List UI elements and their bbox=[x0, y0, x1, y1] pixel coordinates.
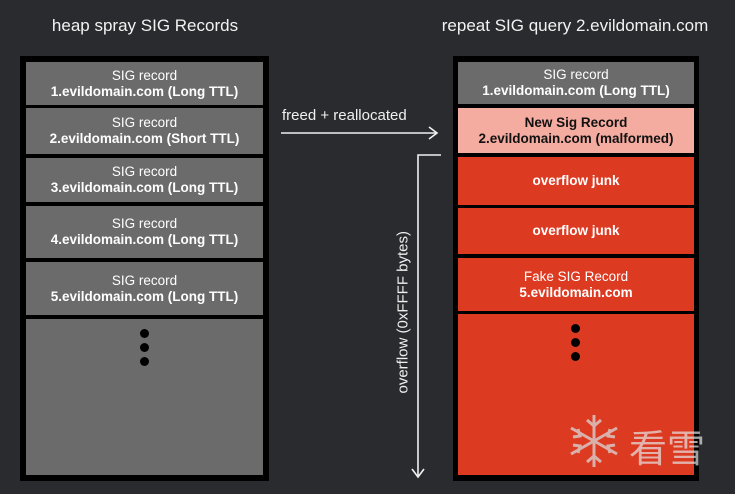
realloc-arrow bbox=[281, 126, 439, 140]
dot-icon bbox=[571, 352, 580, 361]
right-record-2-domain: 2.evildomain.com (malformed) bbox=[478, 130, 674, 146]
dot-icon bbox=[140, 357, 149, 366]
left-record-1-domain: 1.evildomain.com (Long TTL) bbox=[50, 83, 239, 99]
right-overflow-junk-2: overflow junk bbox=[458, 208, 694, 254]
left-record-4: SIG record 4.evildomain.com (Long TTL) bbox=[26, 206, 263, 258]
snowflake-logo-icon bbox=[570, 415, 618, 467]
left-record-1-type: SIG record bbox=[111, 67, 178, 83]
overflow-arrow bbox=[411, 154, 441, 479]
right-record-2-type: New Sig Record bbox=[524, 114, 628, 130]
left-record-1: SIG record 1.evildomain.com (Long TTL) bbox=[26, 62, 263, 105]
dot-icon bbox=[140, 343, 149, 352]
right-record-5-domain: 5.evildomain.com bbox=[519, 284, 633, 300]
left-heap-block: SIG record 1.evildomain.com (Long TTL) S… bbox=[20, 56, 269, 481]
right-record-4-label: overflow junk bbox=[532, 223, 620, 238]
right-record-1: SIG record 1.evildomain.com (Long TTL) bbox=[458, 62, 694, 104]
right-record-new-sig: New Sig Record 2.evildomain.com (malform… bbox=[458, 108, 694, 153]
left-record-3-type: SIG record bbox=[111, 164, 178, 179]
left-record-5-domain: 5.evildomain.com (Long TTL) bbox=[50, 288, 239, 304]
right-record-1-type: SIG record bbox=[543, 67, 609, 82]
left-free-space bbox=[26, 319, 263, 475]
right-fake-sig-record: Fake SIG Record 5.evildomain.com bbox=[458, 258, 694, 311]
kanxue-watermark: 看雪 bbox=[563, 410, 705, 477]
right-heap-block: SIG record 1.evildomain.com (Long TTL) N… bbox=[453, 56, 699, 481]
left-record-2: SIG record 2.evildomain.com (Short TTL) bbox=[26, 108, 263, 154]
left-ellipsis-dots bbox=[140, 329, 149, 366]
overflow-arrow-label: overflow (0xFFFF bytes) bbox=[394, 230, 412, 394]
right-record-5-type: Fake SIG Record bbox=[523, 268, 629, 284]
left-record-2-domain: 2.evildomain.com (Short TTL) bbox=[49, 131, 240, 146]
dot-icon bbox=[140, 329, 149, 338]
right-record-3-label: overflow junk bbox=[532, 173, 620, 188]
right-ellipsis-dots bbox=[571, 324, 580, 361]
left-record-5: SIG record 5.evildomain.com (Long TTL) bbox=[26, 262, 263, 315]
dot-icon bbox=[571, 324, 580, 333]
left-record-5-type: SIG record bbox=[111, 272, 178, 288]
right-record-1-domain: 1.evildomain.com (Long TTL) bbox=[482, 83, 670, 98]
dot-icon bbox=[571, 338, 580, 347]
left-record-4-domain: 4.evildomain.com (Long TTL) bbox=[50, 232, 239, 247]
left-record-3-domain: 3.evildomain.com (Long TTL) bbox=[50, 180, 239, 195]
left-record-2-type: SIG record bbox=[111, 115, 178, 130]
right-overflow-area bbox=[458, 314, 694, 475]
left-column-title: heap spray SIG Records bbox=[51, 16, 239, 35]
left-record-3: SIG record 3.evildomain.com (Long TTL) bbox=[26, 158, 263, 202]
realloc-arrow-label: freed + reallocated bbox=[282, 107, 407, 124]
left-record-4-type: SIG record bbox=[111, 216, 178, 231]
right-overflow-junk-1: overflow junk bbox=[458, 157, 694, 205]
right-column-title: repeat SIG query 2.evildomain.com bbox=[441, 16, 709, 35]
watermark-text: 看雪 bbox=[629, 427, 706, 471]
